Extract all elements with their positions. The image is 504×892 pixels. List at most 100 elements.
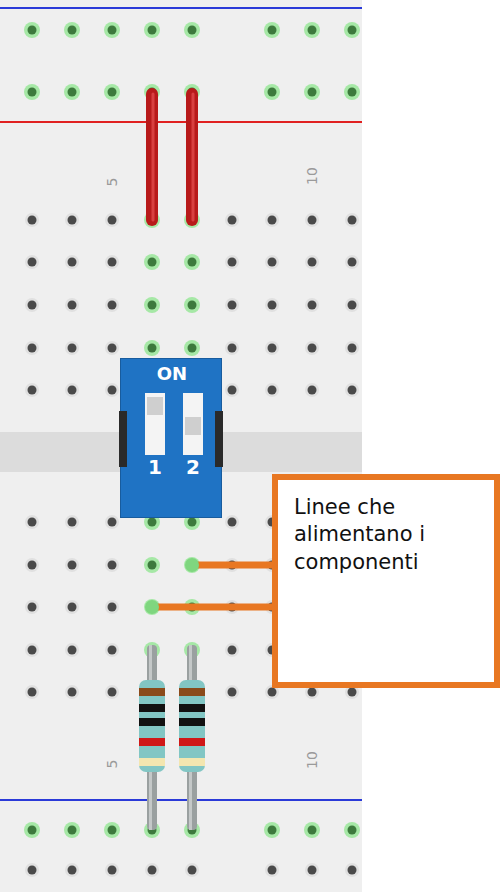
hole [68,216,77,225]
hole [348,826,357,835]
hole [188,258,197,267]
hole [28,258,37,267]
resistor-band [179,718,205,726]
resistor-band [179,738,205,746]
hole [268,26,277,35]
hole [268,688,277,697]
hole-ring [65,383,79,397]
wire-end [185,558,199,572]
hole-highlight [64,22,80,38]
hole-ring [105,341,119,355]
rail-line-blue [0,7,362,9]
hole [308,26,317,35]
hole-ring [65,515,79,529]
hole [28,88,37,97]
hole-highlight [24,22,40,38]
hole-highlight [344,22,360,38]
hole [348,688,357,697]
hole-highlight [184,297,200,313]
hole [68,826,77,835]
hole-highlight [144,297,160,313]
hole [348,866,357,875]
jumper-wires [152,94,193,220]
hole [68,301,77,310]
switch-tab [119,411,127,467]
breadboard-base [0,0,362,892]
hole-ring [145,863,159,877]
hole-ring [65,298,79,312]
hole-ring [345,213,359,227]
hole [28,26,37,35]
resistor-band [139,688,165,696]
hole [228,216,237,225]
switch-number: 1 [148,457,162,477]
hole-highlight [144,340,160,356]
hole [228,646,237,655]
hole [108,518,117,527]
hole [108,826,117,835]
hole [348,386,357,395]
hole [268,386,277,395]
hole-ring [25,558,39,572]
hole-highlight [304,22,320,38]
hole [68,386,77,395]
hole-ring [345,863,359,877]
hole [108,603,117,612]
hole [228,258,237,267]
hole-ring [25,685,39,699]
hole [308,301,317,310]
hole [28,603,37,612]
hole-ring [185,863,199,877]
hole [308,216,317,225]
hole [108,301,117,310]
hole-ring [265,383,279,397]
hole [228,301,237,310]
hole-highlight [24,84,40,100]
hole [108,386,117,395]
hole-highlight [264,822,280,838]
hole-highlight [24,822,40,838]
hole [68,258,77,267]
resistor-body [179,680,205,772]
hole [68,603,77,612]
hole-ring [65,213,79,227]
red-wire [146,94,158,220]
hole-ring [345,255,359,269]
hole-highlight [184,22,200,38]
rail-line-blue [0,799,362,801]
hole [28,646,37,655]
hole [348,301,357,310]
hole [68,561,77,570]
hole-ring [25,643,39,657]
hole-ring [105,213,119,227]
hole-highlight [264,22,280,38]
hole [108,688,117,697]
hole-ring [65,255,79,269]
hole [348,216,357,225]
hole [148,561,157,570]
hole [108,344,117,353]
hole [228,386,237,395]
hole [28,344,37,353]
hole-ring [305,383,319,397]
hole [308,866,317,875]
hole [68,518,77,527]
hole [68,26,77,35]
hole [108,26,117,35]
hole [28,866,37,875]
hole-ring [105,863,119,877]
hole-highlight [344,822,360,838]
hole-ring [25,383,39,397]
hole [148,866,157,875]
hole-ring [65,341,79,355]
hole [268,866,277,875]
hole-ring [25,600,39,614]
hole-highlight [304,84,320,100]
hole [108,646,117,655]
hole-ring [105,383,119,397]
hole [68,344,77,353]
hole-ring [65,685,79,699]
hole-ring [105,600,119,614]
hole [148,301,157,310]
